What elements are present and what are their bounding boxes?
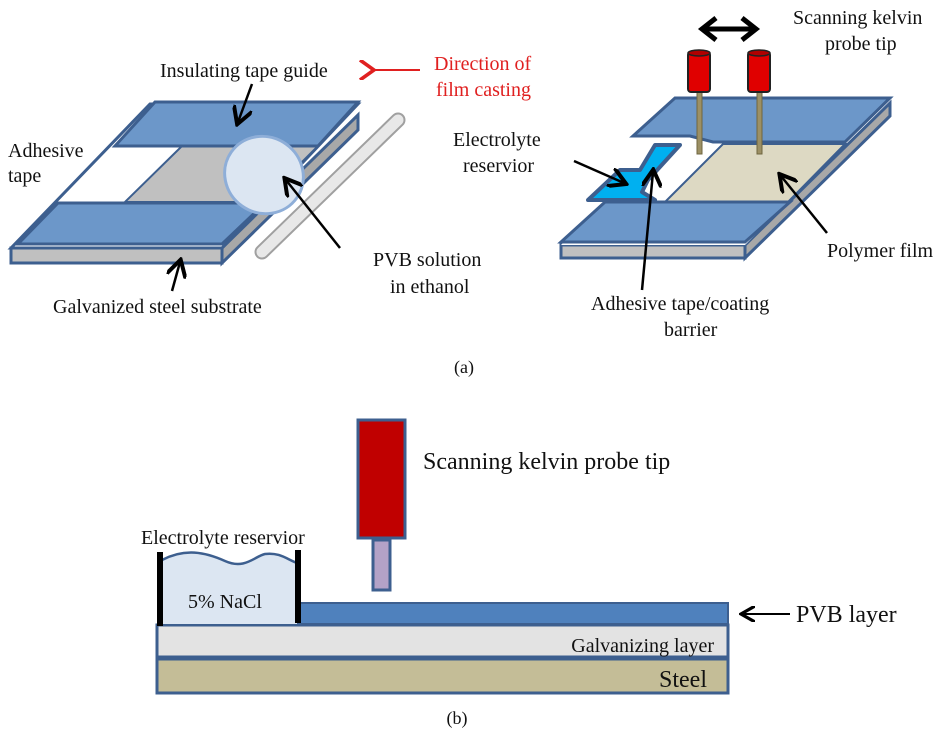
arrow-substrate xyxy=(172,262,180,292)
casting-rod xyxy=(254,112,406,260)
label-galvanized-steel-substrate: Galvanized steel substrate xyxy=(53,296,262,318)
insulating-tape-top xyxy=(111,100,362,148)
skp-setup-diagram: Scanning kelvin probe tip Electrolyte re… xyxy=(453,7,934,341)
probe-tip-left xyxy=(687,49,711,155)
label-skp-probe-tip: Scanning kelvin probe tip xyxy=(423,449,670,475)
label-electrolyte-2: reservior xyxy=(463,155,534,177)
label-nacl: 5% NaCl xyxy=(188,591,262,613)
label-pvb-solution-2: in ethanol xyxy=(390,276,470,298)
label-pvb-layer: PVB layer xyxy=(796,602,897,628)
label-steel: Steel xyxy=(659,667,707,693)
nacl-electrolyte xyxy=(162,552,297,624)
label-direction-2: film casting xyxy=(436,79,531,101)
label-adhesive-tape-1: Adhesive xyxy=(8,140,84,162)
arrow-insulating-tape xyxy=(238,83,254,122)
label-pvb-solution-1: PVB solution xyxy=(373,249,481,271)
scan-direction-double-arrow xyxy=(697,16,761,42)
reservoir-wall-left xyxy=(157,552,163,626)
arrow-pvb-solution xyxy=(286,180,341,249)
label-electrolyte-1: Electrolyte xyxy=(453,129,541,151)
tape-bottom-right xyxy=(557,200,794,244)
label-electrolyte-reservoir: Electrolyte reservior xyxy=(141,527,305,549)
label-galvanizing-layer: Galvanizing layer xyxy=(571,635,714,657)
probe-tip-right xyxy=(747,49,771,155)
label-direction-1: Direction of xyxy=(434,53,532,75)
substrate-right-face-right xyxy=(743,99,892,262)
steel-layer xyxy=(155,657,730,695)
substrate-front-face xyxy=(9,246,224,265)
arrow-electrolyte xyxy=(573,159,624,183)
label-barrier-2: barrier xyxy=(664,319,718,341)
substrate-front-face-right xyxy=(559,243,747,260)
label-polymer-film: Polymer film xyxy=(827,240,934,262)
galvanizing-layer xyxy=(155,623,730,659)
caption-b: (b) xyxy=(447,708,468,729)
probe-stem xyxy=(371,538,392,592)
caption-a: (a) xyxy=(454,357,474,378)
insulating-tape-bottom xyxy=(14,201,269,246)
label-adhesive-tape-2: tape xyxy=(8,165,41,187)
reservoir-wall-right xyxy=(295,550,301,623)
label-insulating-tape-guide: Insulating tape guide xyxy=(160,60,328,82)
label-barrier-1: Adhesive tape/coating xyxy=(591,293,769,315)
pvb-layer xyxy=(296,602,729,625)
arrow-barrier xyxy=(640,172,653,291)
probe-body xyxy=(356,418,407,540)
casting-setup-diagram: Insulating tape guide Adhesive tape Galv… xyxy=(7,53,532,318)
cross-section-diagram: Scanning kelvin probe tip Electrolyte re… xyxy=(141,418,897,695)
label-skp-tip-2: probe tip xyxy=(825,33,897,55)
arrow-polymer-film xyxy=(781,176,828,234)
label-skp-tip-1: Scanning kelvin xyxy=(793,7,922,29)
